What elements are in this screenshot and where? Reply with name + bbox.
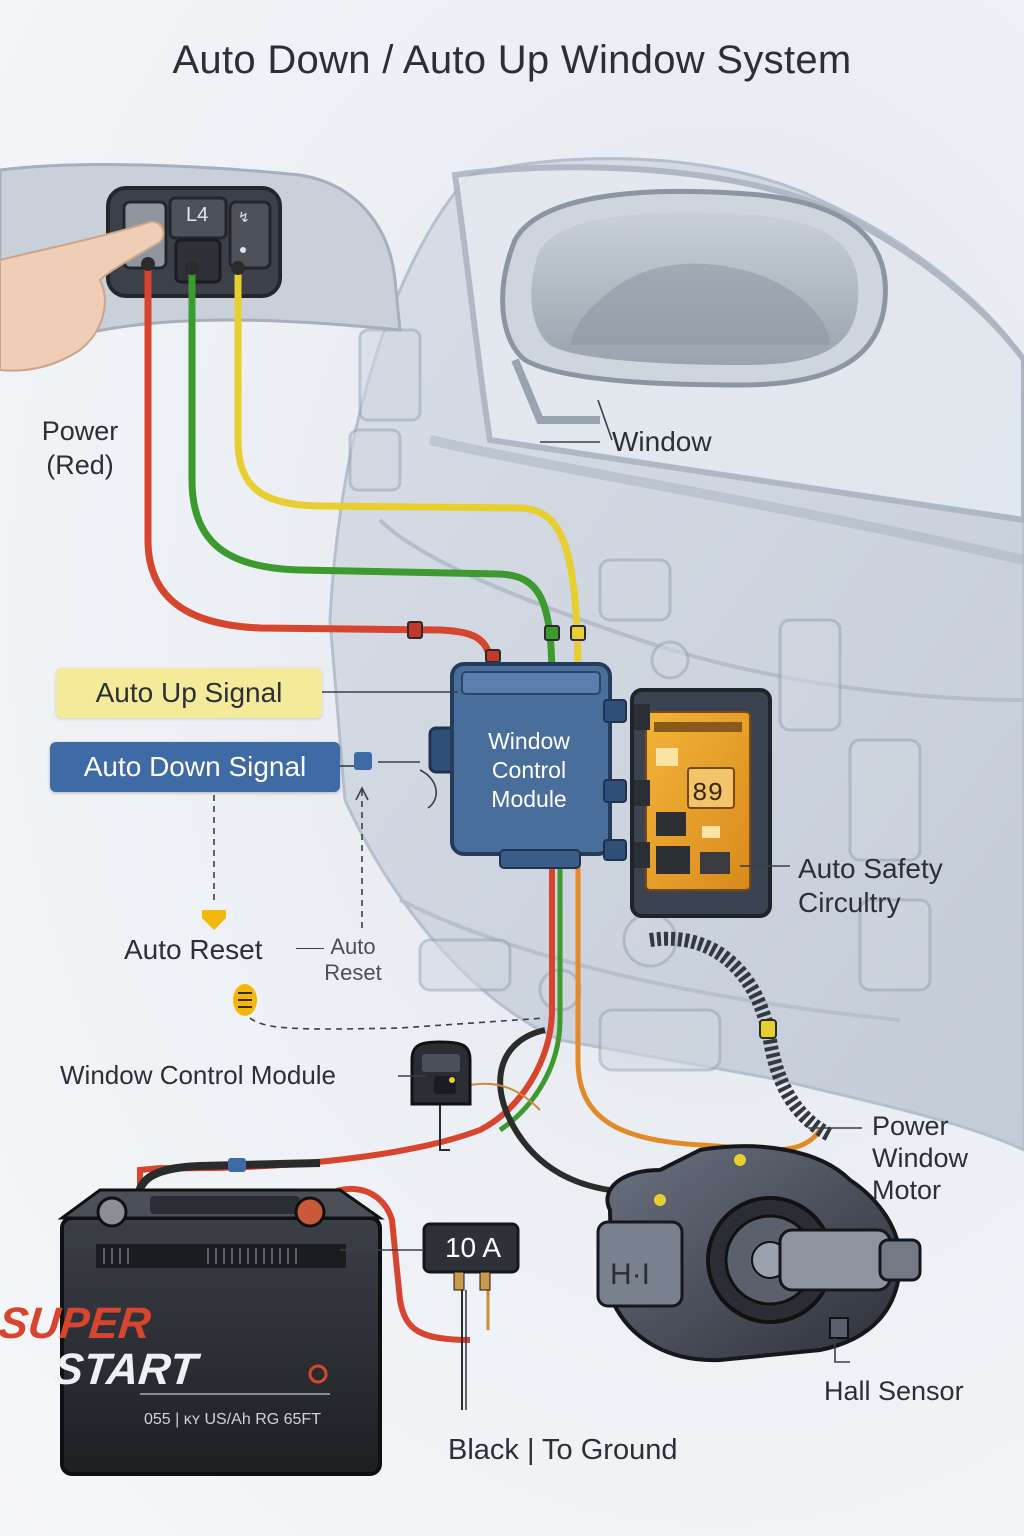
auto-down-wire-green <box>188 266 556 686</box>
auto-reset-connector <box>296 948 324 949</box>
switch-button-label: L4 <box>186 204 209 226</box>
auto-reset-small-line2: Reset <box>324 960 382 985</box>
svg-text:↯: ↯ <box>238 209 250 225</box>
circuit-board-display: 89 <box>692 778 723 808</box>
hall-sensor-label: Hall Sensor <box>824 1376 964 1406</box>
window-control-module-label: Window Control Module <box>462 727 596 814</box>
auto-safety-label: Auto Safety Circultry <box>798 852 943 920</box>
auto-down-signal-label: Auto Down Signal <box>50 742 340 792</box>
battery-brand-super: SUPER <box>0 1299 153 1348</box>
battery-model-text: 055 | ᴋʏ US/Ah RG 65FT <box>144 1411 321 1428</box>
ground-label: Black | To Ground <box>448 1434 678 1466</box>
auto-reset-small-line1: Auto <box>330 934 376 959</box>
module-label-line1: Window <box>488 728 570 754</box>
auto-reset-small-label: Auto Reset <box>318 934 388 986</box>
motor-label: Power Window Motor <box>872 1110 968 1206</box>
fuse-10a <box>422 1222 520 1291</box>
auto-reset-coil-icon <box>233 984 257 1016</box>
finger-icon <box>0 220 165 372</box>
switch-button-right <box>228 200 272 270</box>
motor-label-line3: Motor <box>872 1175 942 1205</box>
auto-reset-arrow-icon <box>202 910 226 930</box>
motor-label-line2: Window <box>872 1143 969 1173</box>
motor-coiled-cable <box>649 931 834 1142</box>
auto-up-wire-yellow <box>234 266 582 686</box>
power-label: Power (Red) <box>30 414 130 482</box>
relay-module <box>410 1040 472 1106</box>
motor-label-line1: Power <box>872 1111 949 1141</box>
relay-module-label: Window Control Module <box>60 1060 337 1090</box>
module-label-line3: Module <box>491 786 567 812</box>
power-label-line1: Power <box>41 416 119 446</box>
leader-lines <box>322 399 862 1410</box>
auto-safety-line2: Circultry <box>798 887 901 918</box>
module-label-line2: Control <box>491 757 567 783</box>
auto-down-indicator-icon <box>354 752 372 770</box>
window-control-module <box>428 662 627 869</box>
battery <box>57 1188 385 1476</box>
window-label: Window <box>612 426 712 457</box>
fuse-label: 10 A <box>444 1232 502 1263</box>
auto-safety-line1: Auto Safety <box>798 853 943 884</box>
auto-safety-circuit-board <box>630 688 772 918</box>
auto-up-signal-label: Auto Up Signal <box>56 668 322 718</box>
svg-text:H·I: H·I <box>610 1258 650 1291</box>
power-label-line2: (Red) <box>46 450 114 480</box>
battery-brand-start: START <box>51 1345 203 1394</box>
power-wire-red <box>144 261 496 684</box>
diagram-title: Auto Down / Auto Up Window System <box>172 38 852 82</box>
auto-reset-label: Auto Reset <box>124 934 263 965</box>
power-window-motor: H·I <box>596 1144 922 1363</box>
